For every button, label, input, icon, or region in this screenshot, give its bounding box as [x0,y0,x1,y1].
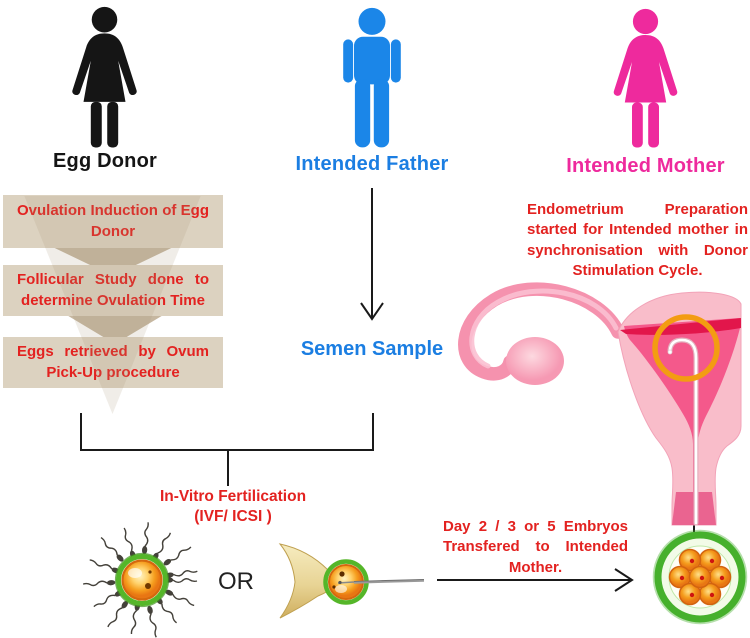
icsi-needle [353,579,425,584]
egg-donor-label: Egg Donor [52,150,157,172]
donor-step-box-2: Follicular Study done to determine Ovula… [3,265,223,316]
ivf-title-line1: In-Vitro Fertilication [159,488,307,505]
bracket-connector [80,413,374,451]
father-to-semen-arrowhead [360,302,384,321]
ivf-title: In-Vitro Fertilication (IVF/ ICSI ) [147,487,319,527]
donor-step-text-2: Follicular Study done to determine Ovula… [17,270,209,309]
icsi-injection-illustration [278,543,425,619]
donor-step-box-3: Eggs retrieved by Ovum Pick-Up procedure [3,337,223,388]
embryo-transfer-highlight-circle [652,314,720,382]
ivf-title-line2: (IVF/ ICSI ) [194,508,272,526]
ovary [506,337,564,385]
blastomere-cells [668,548,732,606]
transfer-catheter [668,338,698,525]
semen-sample-label: Semen Sample [300,338,444,360]
transfer-arrowhead [614,568,634,592]
egg-cell [121,559,163,601]
donor-step-text-3: Eggs retrieved by Ovum Pick-Up procedure [17,342,209,381]
uterus-illustration [458,282,742,526]
intended-father-male-icon [343,7,401,148]
intended-mother-female-icon [613,8,678,148]
intended-father-label: Intended Father [295,153,449,175]
ivf-egg-with-sperm-illustration [82,521,199,638]
egg-donor-female-icon [72,6,137,148]
endometrium-note: Endometrium Preparation started for Inte… [527,201,748,280]
donor-step-text-1: Ovulation Induction of Egg Donor [17,201,209,240]
transfer-note: Day 2 / 3 or 5 Embryos Transfered to Int… [443,518,628,576]
intended-mother-label: Intended Mother [566,155,725,177]
holding-pipette [278,543,336,619]
donor-step-box-1: Ovulation Induction of Egg Donor [3,195,223,248]
embryo-illustration [652,529,748,625]
or-label: OR [218,568,254,595]
